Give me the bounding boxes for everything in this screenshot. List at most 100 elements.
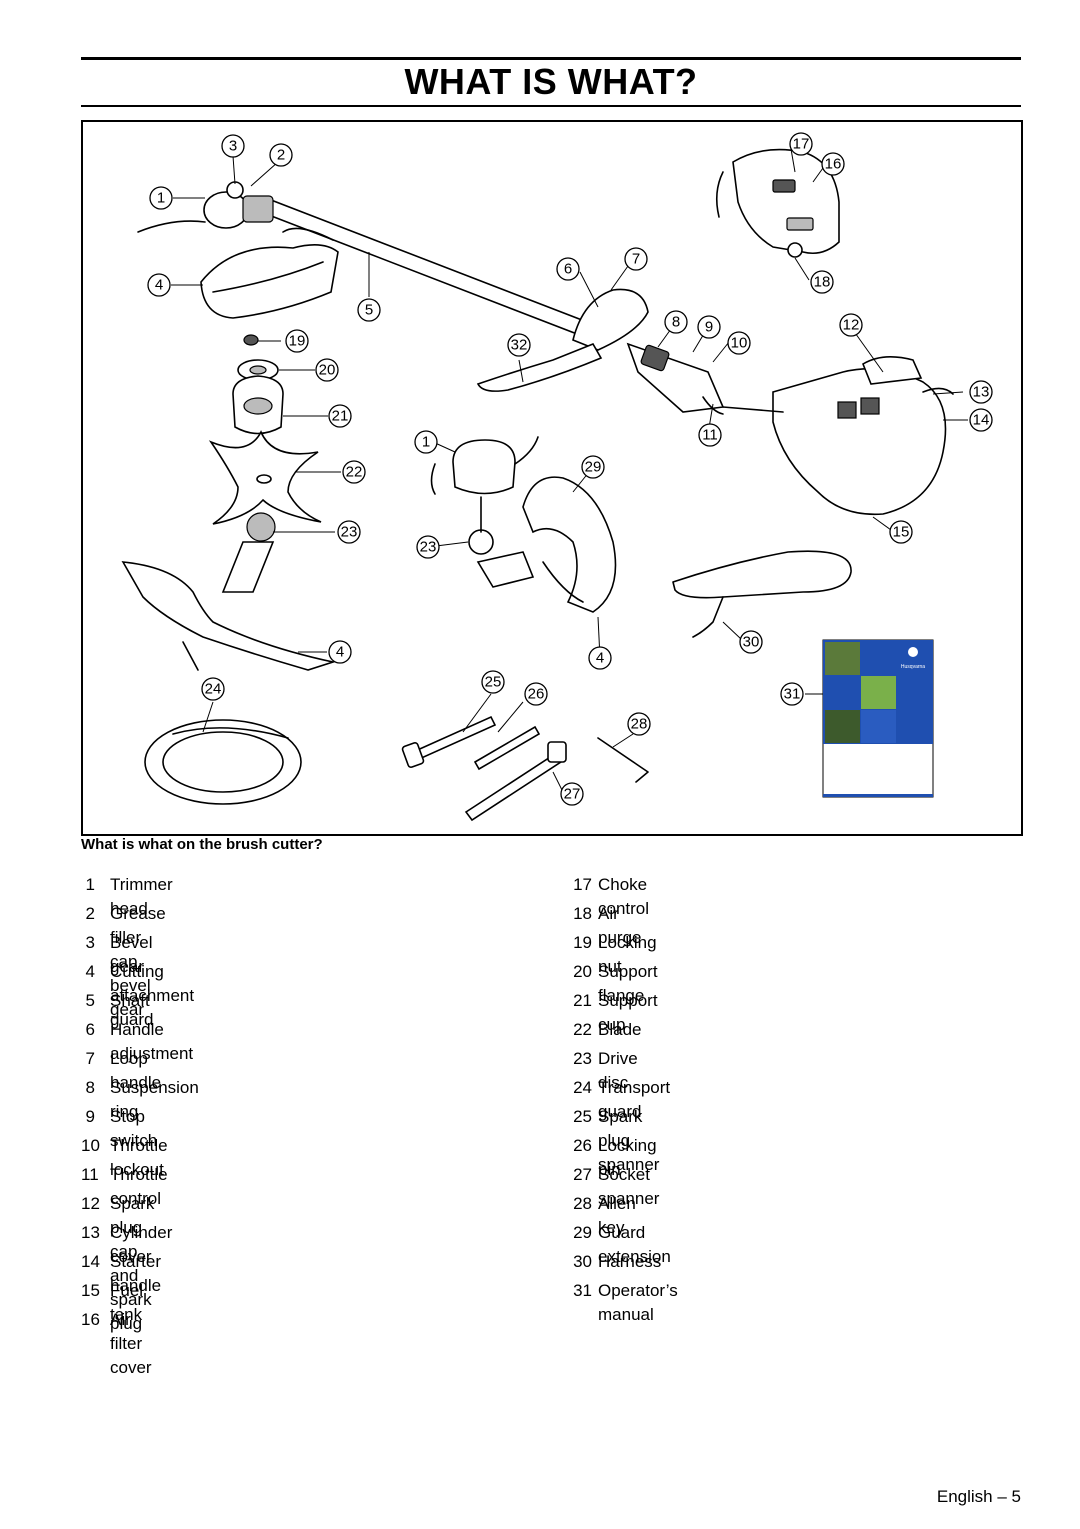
- item-number: 29: [573, 1223, 592, 1242]
- item-label: Socket spanner: [598, 1165, 660, 1208]
- callout-32: 32: [507, 333, 531, 357]
- callout-27: 27: [560, 782, 584, 806]
- callout-29: 29: [581, 455, 605, 479]
- section-heading: What is what on the brush cutter?: [81, 836, 323, 853]
- item-label: Drive disc: [598, 1049, 638, 1092]
- item-label: Cylinder cover: [110, 1223, 173, 1266]
- lower-guard-drawing: [121, 512, 337, 671]
- item-number: 20: [573, 962, 592, 981]
- callout-24: 24: [201, 677, 225, 701]
- blade-assembly-drawing: [208, 334, 322, 525]
- choke-detail-drawing: [715, 148, 840, 258]
- item-number: 11: [81, 1165, 99, 1184]
- callout-19: 19: [285, 329, 309, 353]
- item-label: Fuel tank: [110, 1281, 144, 1324]
- svg-text:26: 26: [528, 686, 545, 703]
- callout-11: 11: [698, 423, 722, 447]
- parts-list-item: 29 Guard extension: [567, 1221, 671, 1266]
- parts-diagram-svg: Husqvarna: [121, 132, 993, 822]
- item-number: 12: [81, 1194, 100, 1213]
- callout-5: 5: [357, 298, 381, 322]
- item-number: 7: [85, 1049, 95, 1068]
- item-number: 31: [573, 1281, 592, 1300]
- parts-illustration: Husqvarna: [81, 120, 1023, 836]
- callout-30: 30: [739, 630, 763, 654]
- callout-8: 8: [664, 310, 688, 334]
- svg-text:2: 2: [277, 147, 285, 164]
- callout-2: 2: [269, 143, 293, 167]
- callout-23-middle: 23: [416, 535, 440, 559]
- svg-text:18: 18: [814, 274, 831, 291]
- item-number: 14: [81, 1252, 100, 1271]
- svg-text:21: 21: [332, 408, 349, 425]
- item-label: Support cup: [598, 991, 658, 1034]
- item-label: Stop switch: [110, 1107, 158, 1150]
- parts-list-item: 20 Support flange: [567, 960, 657, 1005]
- item-number: 26: [573, 1136, 592, 1155]
- callout-13: 13: [969, 380, 993, 404]
- svg-text:1: 1: [422, 434, 430, 451]
- top-rule: [81, 57, 1021, 60]
- svg-text:11: 11: [702, 427, 718, 444]
- item-number: 21: [573, 991, 592, 1010]
- callout-14: 14: [969, 408, 993, 432]
- callout-3: 3: [221, 134, 245, 158]
- guard-extension-drawing: [522, 476, 617, 613]
- item-number: 2: [85, 904, 95, 923]
- svg-text:9: 9: [705, 319, 713, 336]
- item-label: Support flange: [598, 962, 658, 1005]
- item-label: Harness: [598, 1252, 662, 1271]
- callout-4-middle: 4: [588, 646, 612, 670]
- callout-9: 9: [697, 315, 721, 339]
- item-label: Choke control: [598, 875, 650, 918]
- item-number: 10: [81, 1136, 100, 1155]
- svg-text:23: 23: [341, 524, 358, 541]
- svg-text:28: 28: [631, 716, 648, 733]
- bevel-gear-drawing: [137, 181, 274, 233]
- engine-drawing: [722, 356, 954, 516]
- item-number: 28: [573, 1194, 592, 1213]
- svg-text:3: 3: [229, 138, 237, 155]
- callout-16: 16: [821, 152, 845, 176]
- item-number: 9: [85, 1107, 95, 1126]
- item-label: Trimmer head: [110, 875, 173, 918]
- callout-15: 15: [889, 520, 913, 544]
- item-label: Air purge: [598, 904, 642, 947]
- guard-drawing: [200, 227, 339, 319]
- item-label: Loop handle: [110, 1049, 162, 1092]
- callout-18: 18: [810, 270, 834, 294]
- callout-22: 22: [342, 460, 366, 484]
- callout-25: 25: [481, 670, 505, 694]
- item-label: Shaft: [110, 991, 150, 1010]
- item-number: 25: [573, 1107, 592, 1126]
- page-title: WHAT IS WHAT?: [404, 61, 698, 102]
- callout-6: 6: [556, 257, 580, 281]
- item-number: 30: [573, 1252, 592, 1271]
- item-label: Guard extension: [598, 1223, 671, 1266]
- svg-text:12: 12: [843, 317, 860, 334]
- item-number: 22: [573, 1020, 592, 1039]
- svg-text:15: 15: [893, 524, 910, 541]
- parts-list-item: 21 Support cup: [567, 989, 657, 1034]
- svg-text:30: 30: [743, 634, 760, 651]
- parts-list-item: 30 Harness: [567, 1250, 661, 1279]
- svg-text:23: 23: [420, 539, 437, 556]
- parts-list-item: 9 Stop switch: [81, 1105, 158, 1150]
- callout-12: 12: [839, 313, 863, 337]
- svg-text:32: 32: [511, 337, 528, 354]
- svg-text:14: 14: [973, 412, 990, 429]
- item-number: 23: [573, 1049, 592, 1068]
